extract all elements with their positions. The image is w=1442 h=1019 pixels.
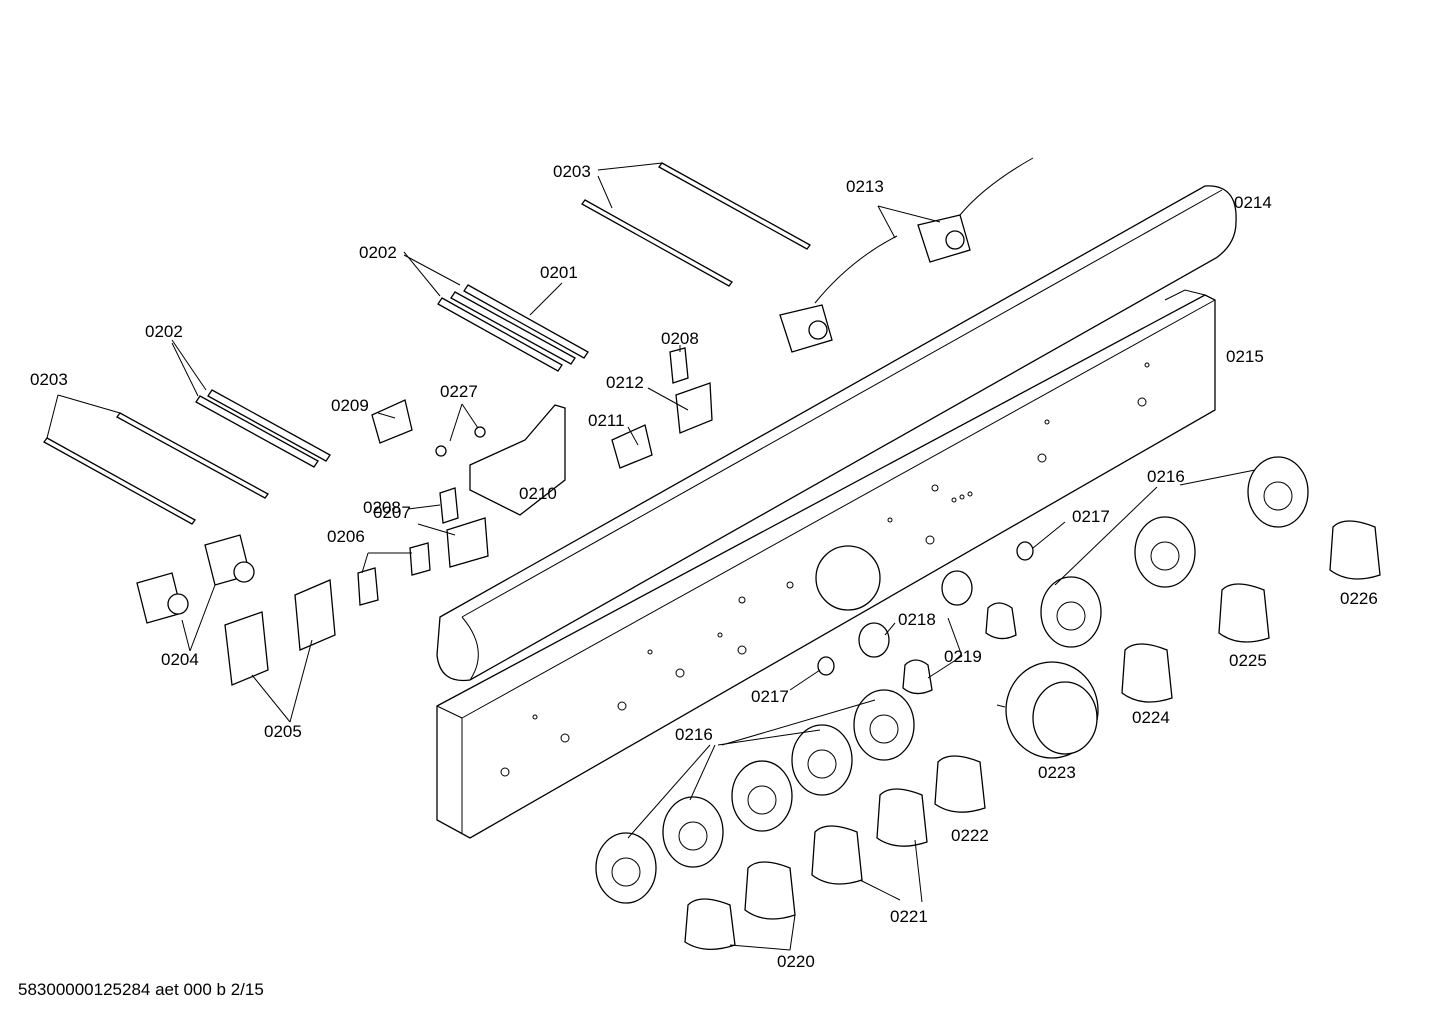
label-0202-top: 0202 — [359, 243, 397, 262]
control-panel-0215 — [436, 289, 1216, 839]
label-0207: 0207 — [373, 503, 411, 522]
label-0213: 0213 — [846, 177, 884, 196]
label-0210: 0210 — [519, 484, 557, 503]
rings-0218 — [858, 570, 973, 658]
label-0201: 0201 — [540, 263, 578, 282]
label-0212: 0212 — [606, 373, 644, 392]
label-0202-left: 0202 — [145, 322, 183, 341]
label-0220: 0220 — [777, 952, 815, 971]
caps-0217 — [817, 541, 1034, 676]
thermostats-0213 — [779, 157, 1034, 353]
label-0216-left: 0216 — [675, 725, 713, 744]
label-0217-right: 0217 — [1072, 507, 1110, 526]
label-0203-left: 0203 — [30, 370, 68, 389]
boards-0205 — [224, 579, 336, 686]
label-0223: 0223 — [1038, 763, 1076, 782]
label-0225: 0225 — [1229, 651, 1267, 670]
label-0214: 0214 — [1234, 193, 1272, 212]
label-0205: 0205 — [264, 722, 302, 741]
label-0203-top: 0203 — [553, 162, 591, 181]
label-0227: 0227 — [440, 382, 478, 401]
label-0226: 0226 — [1340, 589, 1378, 608]
label-0208-left: 0208 — [363, 498, 401, 517]
part-labels: 0203 0213 0214 0202 0201 0202 0208 0215 … — [30, 162, 1378, 971]
label-0222: 0222 — [951, 826, 989, 845]
drawing-reference-footer: 58300000125284 aet 000 b 2/15 — [18, 980, 264, 999]
switches — [357, 347, 713, 606]
label-0219: 0219 — [944, 647, 982, 666]
knobs — [684, 520, 1381, 950]
control-panel-trim-0214 — [436, 185, 1237, 682]
label-0217-left: 0217 — [751, 687, 789, 706]
label-0208-top: 0208 — [661, 329, 699, 348]
rods-0201-0202 — [437, 284, 589, 372]
knob-rings-0216 — [595, 456, 1309, 904]
rods-0203-top — [581, 162, 811, 287]
label-0209: 0209 — [331, 396, 369, 415]
label-0218: 0218 — [898, 610, 936, 629]
leader-lines — [46, 162, 1256, 951]
bracket-0210 — [469, 404, 566, 516]
label-0221: 0221 — [890, 907, 928, 926]
label-0206: 0206 — [327, 527, 365, 546]
label-0204: 0204 — [161, 650, 199, 669]
label-0215: 0215 — [1226, 347, 1264, 366]
label-0211: 0211 — [588, 411, 625, 430]
valves-0204 — [136, 534, 255, 624]
label-0224: 0224 — [1132, 708, 1170, 727]
rods-left — [43, 389, 331, 525]
label-0216-right: 0216 — [1147, 467, 1185, 486]
gauge-0223 — [996, 661, 1099, 759]
